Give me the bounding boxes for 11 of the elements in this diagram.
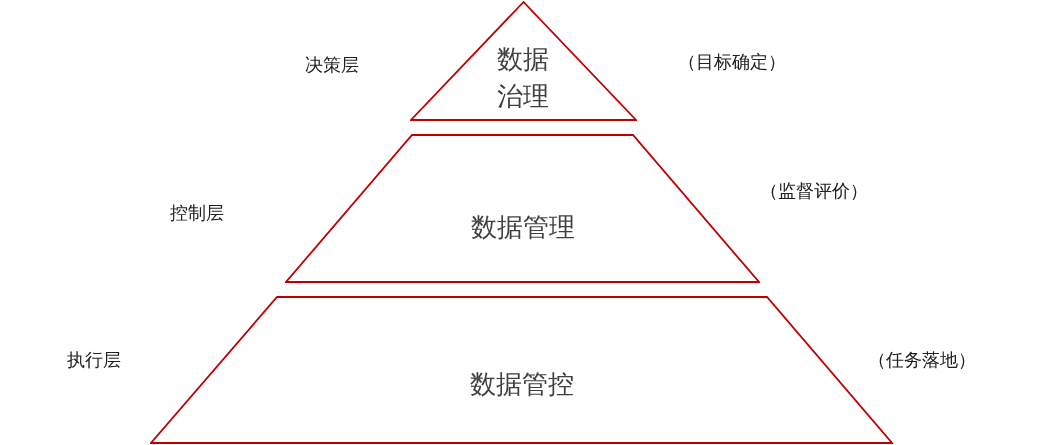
layer-note: （任务落地） (868, 348, 976, 372)
tier-title: 数据管理 (469, 211, 576, 244)
pyramid-tier (285, 134, 760, 283)
layer-note: （目标确定） (678, 50, 786, 74)
pyramid-tier (410, 1, 637, 121)
tier-title: 数据治理 (496, 43, 550, 113)
tier-title: 数据管控 (468, 368, 575, 401)
layer-note: （监督评价） (760, 179, 868, 203)
layer-label: 执行层 (67, 348, 121, 372)
layer-label: 控制层 (170, 201, 224, 225)
layer-label: 决策层 (305, 53, 359, 77)
